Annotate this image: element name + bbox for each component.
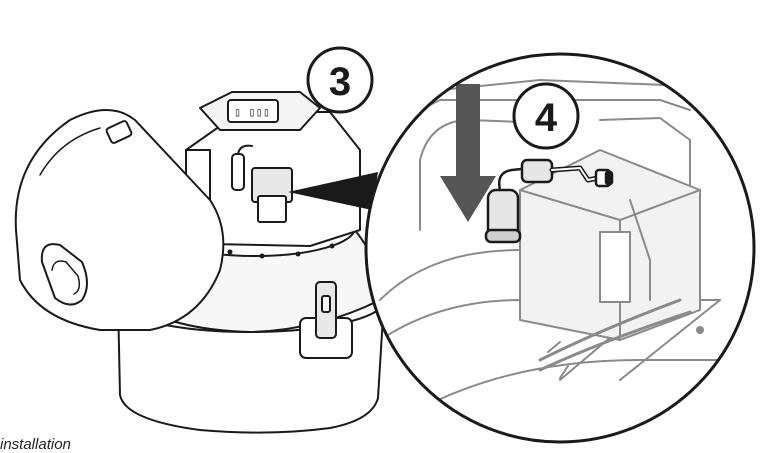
zoom-pointer: [288, 172, 378, 210]
base-latch: [299, 281, 353, 359]
detail-circle-border: [364, 52, 756, 444]
svg-text:▯ ▯▯▯: ▯ ▯▯▯: [234, 106, 270, 120]
pump-block-detail: [519, 149, 701, 341]
hose-connector: [231, 144, 253, 191]
figure-caption: installation: [0, 436, 71, 453]
down-arrow-icon: [440, 84, 496, 222]
controller-display: [227, 99, 279, 123]
step-3-callout: 3: [306, 46, 374, 114]
rim-bolts: [227, 243, 335, 259]
sampler-unit: ▯ ▯▯▯: [14, 91, 386, 434]
step-4-label: 4: [535, 96, 558, 140]
lid-handle: [40, 243, 88, 306]
detail-view: [364, 52, 756, 444]
open-lid: [14, 109, 225, 331]
pump-block: [251, 167, 293, 223]
elbow-fitting-icon: [484, 158, 614, 244]
step-3-label: 3: [329, 60, 351, 104]
step-4-callout: 4: [512, 82, 580, 150]
lid-clip: [105, 120, 133, 144]
